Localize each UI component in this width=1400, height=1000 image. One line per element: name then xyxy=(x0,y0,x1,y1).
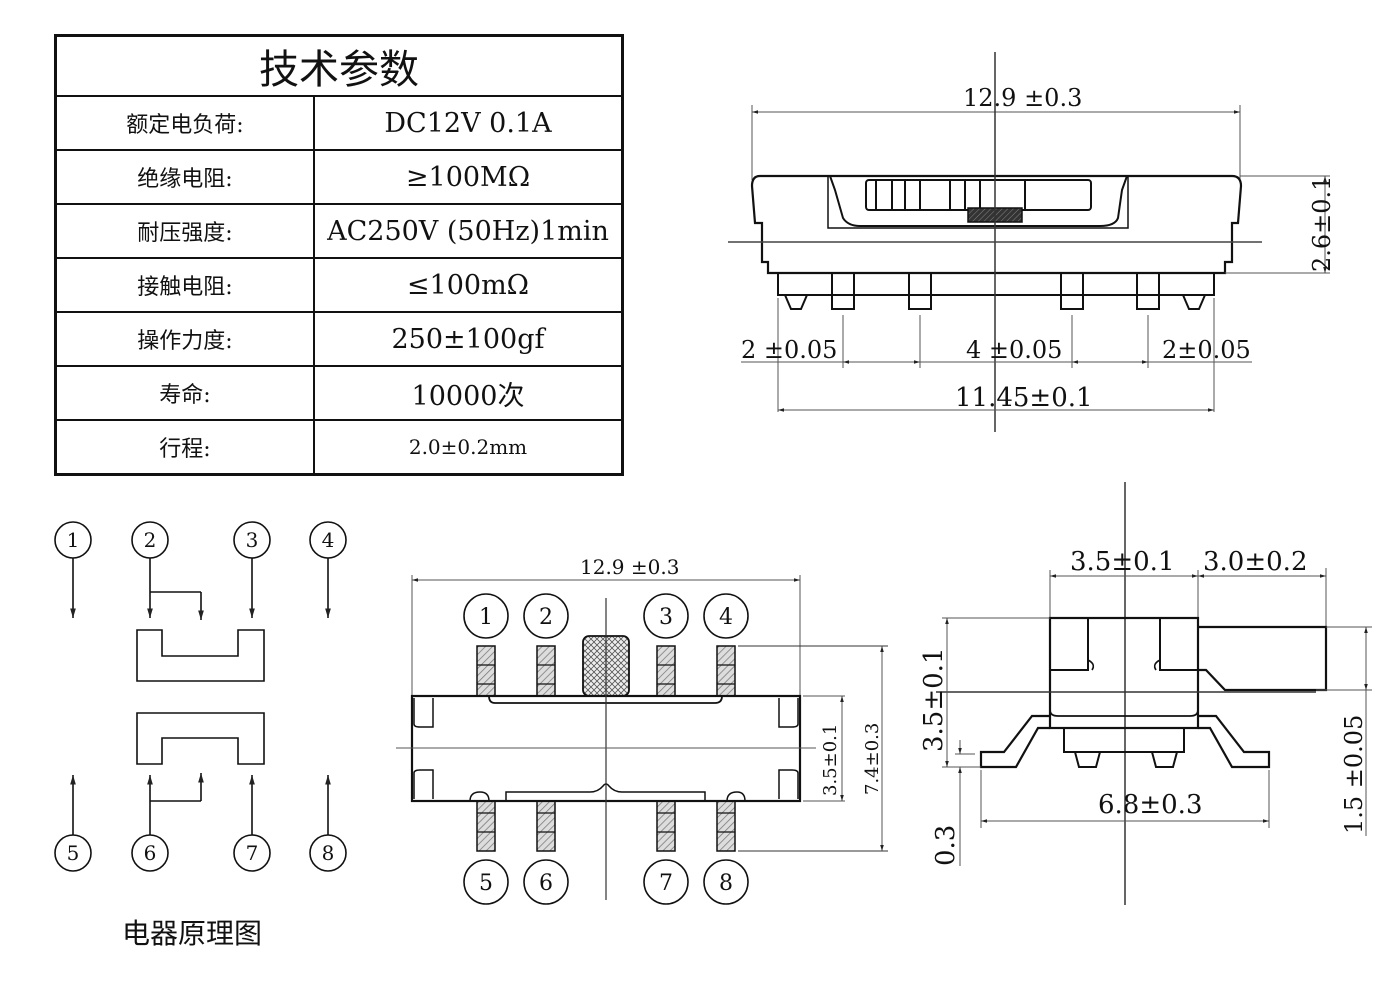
spec-row: 寿命:10000次 xyxy=(54,365,624,421)
spec-label: 寿命: xyxy=(54,365,315,421)
dim-foot-span: 6.8±0.3 xyxy=(1098,790,1202,820)
spec-table: 技术参数 额定电负荷:DC12V 0.1A 绝缘电阻:≥100MΩ 耐压强度:A… xyxy=(54,34,624,476)
spec-label: 耐压强度: xyxy=(54,203,315,259)
schematic-pin-label: 5 xyxy=(67,841,80,865)
top-view-pin-label: 6 xyxy=(539,871,553,896)
schematic-pin-label: 7 xyxy=(246,841,259,865)
schematic-caption: 电器原理图 xyxy=(122,917,263,950)
spec-label: 接触电阻: xyxy=(54,257,315,313)
spec-label: 额定电负荷: xyxy=(54,95,315,151)
spec-row: 行程:2.0±0.2mm xyxy=(54,419,624,476)
top-view-pin-label: 8 xyxy=(719,871,733,896)
side-view xyxy=(936,482,1372,905)
spec-label: 行程: xyxy=(54,419,315,476)
dim-front-width: 12.9 ±0.3 xyxy=(963,84,1082,112)
spec-row: 接触电阻:≤100mΩ xyxy=(54,257,624,313)
top-view xyxy=(396,575,888,905)
top-view-pin-label: 4 xyxy=(719,605,733,630)
spec-row: 耐压强度:AC250V (50Hz)1min xyxy=(54,203,624,259)
dim-body-width: 3.5±0.1 xyxy=(820,724,841,796)
spec-value: ≤100mΩ xyxy=(313,257,624,313)
schematic-pin-label: 4 xyxy=(322,528,335,552)
dim-actuator-length: 3.0±0.2 xyxy=(1203,547,1307,577)
dim-side-body-width: 3.5±0.1 xyxy=(1070,547,1174,577)
top-view-pin-label: 5 xyxy=(479,871,493,896)
schematic xyxy=(54,521,347,872)
spec-value: ≥100MΩ xyxy=(313,149,624,205)
spec-row: 操作力度:250±100gf xyxy=(54,311,624,367)
dim-pin-span: 11.45±0.1 xyxy=(955,383,1093,413)
spec-value: 250±100gf xyxy=(313,311,624,367)
spec-value: AC250V (50Hz)1min xyxy=(313,203,624,259)
spec-value: DC12V 0.1A xyxy=(313,95,624,151)
dim-front-height: 2.6±0.1 xyxy=(1308,176,1336,272)
dim-top-width: 12.9 ±0.3 xyxy=(580,555,679,579)
top-view-pin-label: 3 xyxy=(659,605,673,630)
spec-row: 绝缘电阻:≥100MΩ xyxy=(54,149,624,205)
schematic-pin-label: 3 xyxy=(246,528,259,552)
dim-pitch-right: 2±0.05 xyxy=(1162,336,1251,364)
schematic-pin-label: 2 xyxy=(144,528,157,552)
spec-table-title: 技术参数 xyxy=(54,34,624,97)
top-view-pin-label: 2 xyxy=(539,605,553,630)
dim-lead-thickness: 0.3 xyxy=(931,825,961,866)
front-view xyxy=(728,52,1330,432)
schematic-pin-label: 1 xyxy=(67,528,80,552)
spec-value: 2.0±0.2mm xyxy=(313,419,624,476)
schematic-pin-label: 8 xyxy=(322,841,335,865)
dim-pitch-left: 2 ±0.05 xyxy=(741,336,837,364)
dim-side-height: 3.5±0.1 xyxy=(919,648,949,752)
dim-pitch-mid: 4 ±0.05 xyxy=(966,336,1062,364)
spec-label: 绝缘电阻: xyxy=(54,149,315,205)
dim-overall: 7.4±0.3 xyxy=(862,723,883,795)
top-view-pin-label: 7 xyxy=(659,871,673,896)
schematic-pin-label: 6 xyxy=(144,841,157,865)
spec-row: 额定电负荷:DC12V 0.1A xyxy=(54,95,624,151)
spec-label: 操作力度: xyxy=(54,311,315,367)
top-view-pin-label: 1 xyxy=(479,605,493,630)
dim-actuator-height: 1.5 ±0.05 xyxy=(1340,715,1368,834)
spec-value: 10000次 xyxy=(313,365,624,421)
